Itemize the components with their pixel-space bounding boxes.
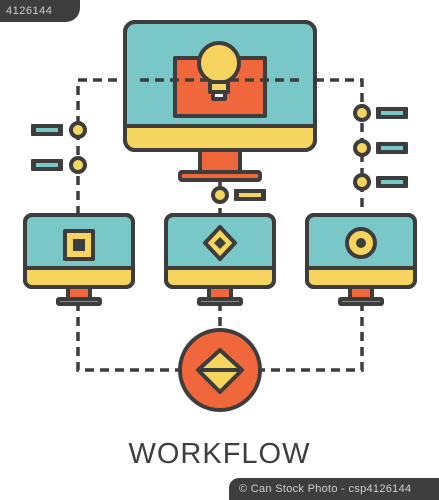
workflow-title: WORKFLOW	[128, 438, 311, 470]
watermark-bottom: © Can Stock Photo - csp4126144	[229, 478, 439, 500]
lightbulb-icon	[197, 41, 241, 101]
square-icon	[63, 229, 95, 261]
circle-icon	[345, 227, 377, 259]
triangle-diamond-icon	[196, 348, 244, 394]
connector-nodes	[69, 104, 371, 204]
label-bars	[31, 107, 408, 201]
watermark-top: 4126144	[0, 0, 80, 22]
left-monitor	[23, 213, 135, 306]
diamond-icon	[203, 225, 237, 261]
